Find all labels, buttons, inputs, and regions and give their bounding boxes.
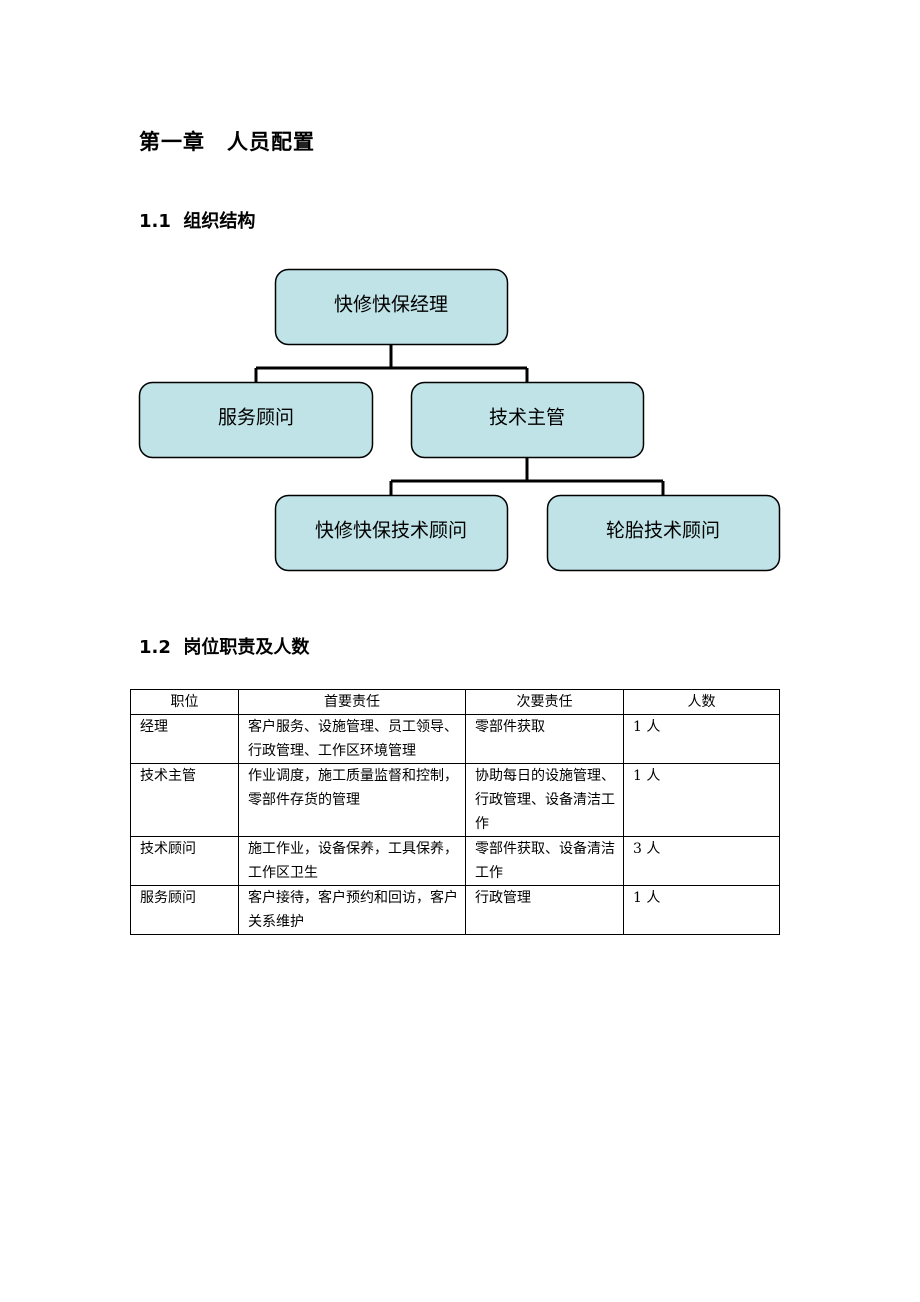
header-position: 职位 bbox=[130, 689, 239, 715]
org-node-tech-supervisor-label: 技术主管 bbox=[489, 407, 565, 429]
cell-secondary: 零部件获取、设备清洁工作 bbox=[465, 836, 624, 886]
duties-table: 职位 首要责任 次要责任 人数 经理 客户服务、设施管理、员工领导、行政管理、工… bbox=[130, 689, 780, 935]
org-connectors bbox=[254, 344, 665, 495]
header-count: 人数 bbox=[623, 689, 780, 715]
cell-count: 1 人 bbox=[623, 714, 780, 764]
cell-primary: 客户接待，客户预约和回访，客户关系维护 bbox=[238, 885, 466, 935]
chapter-title: 第一章 人员配置 bbox=[139, 130, 315, 154]
table-row: 经理 客户服务、设施管理、员工领导、行政管理、工作区环境管理 零部件获取 1 人 bbox=[130, 714, 780, 764]
org-node-service-advisor: 服务顾问 bbox=[138, 381, 374, 459]
org-node-manager: 快修快保经理 bbox=[274, 268, 509, 346]
org-node-quick-service-tech: 快修快保技术顾问 bbox=[274, 494, 509, 572]
cell-primary: 客户服务、设施管理、员工领导、行政管理、工作区环境管理 bbox=[238, 714, 466, 764]
table-row: 服务顾问 客户接待，客户预约和回访，客户关系维护 行政管理 1 人 bbox=[130, 885, 780, 935]
table-row: 技术顾问 施工作业，设备保养，工具保养，工作区卫生 零部件获取、设备清洁工作 3… bbox=[130, 836, 780, 886]
section-title-org: 1.1 组织结构 bbox=[139, 211, 256, 232]
org-node-tire-tech: 轮胎技术顾问 bbox=[546, 494, 781, 572]
cell-position: 技术顾问 bbox=[130, 836, 239, 886]
org-node-quick-service-tech-label: 快修快保技术顾问 bbox=[315, 520, 467, 542]
cell-secondary: 协助每日的设施管理、行政管理、设备清洁工作 bbox=[465, 763, 624, 837]
cell-count: 1 人 bbox=[623, 763, 780, 837]
cell-position: 经理 bbox=[130, 714, 239, 764]
section-title-duties: 1.2 岗位职责及人数 bbox=[139, 637, 310, 658]
org-node-service-advisor-label: 服务顾问 bbox=[218, 407, 294, 429]
header-primary: 首要责任 bbox=[238, 689, 466, 715]
org-chart: 快修快保经理 服务顾问 技术主管 快修快保技术顾问 轮胎技术顾问 bbox=[138, 268, 781, 572]
table-row: 技术主管 作业调度，施工质量监督和控制，零部件存货的管理 协助每日的设施管理、行… bbox=[130, 763, 780, 837]
org-node-manager-label: 快修快保经理 bbox=[334, 294, 448, 316]
cell-count: 1 人 bbox=[623, 885, 780, 935]
cell-count: 3 人 bbox=[623, 836, 780, 886]
org-node-tech-supervisor: 技术主管 bbox=[410, 381, 645, 459]
header-secondary: 次要责任 bbox=[465, 689, 624, 715]
cell-secondary: 行政管理 bbox=[465, 885, 624, 935]
cell-position: 服务顾问 bbox=[130, 885, 239, 935]
cell-primary: 施工作业，设备保养，工具保养，工作区卫生 bbox=[238, 836, 466, 886]
cell-secondary: 零部件获取 bbox=[465, 714, 624, 764]
org-node-tire-tech-label: 轮胎技术顾问 bbox=[606, 520, 720, 542]
cell-position: 技术主管 bbox=[130, 763, 239, 837]
cell-primary: 作业调度，施工质量监督和控制，零部件存货的管理 bbox=[238, 763, 466, 837]
table-header-row: 职位 首要责任 次要责任 人数 bbox=[130, 689, 780, 715]
